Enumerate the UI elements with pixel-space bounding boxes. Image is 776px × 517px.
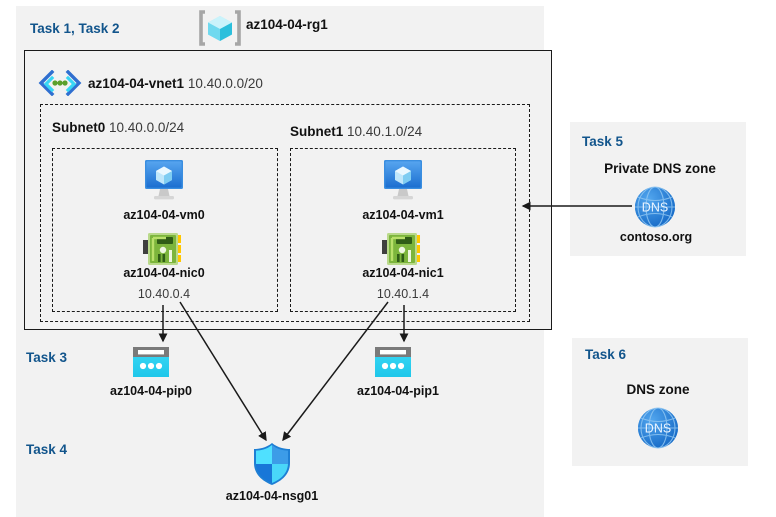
virtual-network-box — [24, 50, 552, 330]
task-label-1-2: Task 1, Task 2 — [30, 21, 120, 36]
subnet1-name: Subnet1 — [290, 124, 344, 139]
network-interface-icon — [142, 231, 184, 267]
resource-group-name: az104-04-rg1 — [246, 17, 328, 32]
nic0-label: az104-04-nic0 — [123, 266, 205, 280]
task-label-5: Task 5 — [582, 134, 624, 149]
subnet1-cidr: 10.40.1.0/24 — [347, 124, 423, 139]
nic1-label: az104-04-nic1 — [362, 266, 444, 280]
virtual-network-name: az104-04-vnet1 — [88, 76, 185, 91]
task-label-6: Task 6 — [585, 347, 627, 362]
private-dns-zone-heading: Private DNS zone — [604, 161, 716, 176]
nic1-ip: 10.40.1.4 — [376, 287, 430, 301]
subnet1-title: Subnet1 10.40.1.0/24 — [290, 124, 422, 139]
dns-icon-text: DNS — [642, 201, 668, 215]
task3-panel — [16, 338, 544, 420]
task-label-4: Task 4 — [26, 442, 68, 457]
virtual-network-title: az104-04-vnet1 10.40.0.0/20 — [88, 76, 263, 91]
subnet0-title: Subnet0 10.40.0.0/24 — [52, 120, 184, 135]
vm1-label: az104-04-vm1 — [362, 208, 444, 222]
public-ip-address-icon — [131, 345, 171, 379]
dns-icon-text: DNS — [645, 422, 671, 436]
subnet1-box — [290, 148, 516, 312]
virtual-network-cidr: 10.40.0.0/20 — [187, 76, 263, 91]
task-label-3: Task 3 — [26, 350, 68, 365]
public-ip-address-icon — [373, 345, 413, 379]
pip1-label: az104-04-pip1 — [357, 384, 439, 398]
subnet0-name: Subnet0 — [52, 120, 106, 135]
vm0-label: az104-04-vm0 — [123, 208, 205, 222]
dns-zone-heading: DNS zone — [626, 382, 690, 397]
private-dns-zone-name: contoso.org — [619, 230, 693, 244]
subnet0-cidr: 10.40.0.0/24 — [109, 120, 185, 135]
pip0-label: az104-04-pip0 — [110, 384, 192, 398]
dns-zone-icon: DNS — [636, 406, 680, 450]
virtual-machine-icon — [140, 158, 188, 202]
network-security-group-icon — [250, 441, 294, 487]
nsg-label: az104-04-nsg01 — [225, 489, 319, 503]
dns-zone-icon: DNS — [633, 185, 677, 229]
resource-group-name-text: az104-04-rg1 — [246, 17, 328, 32]
virtual-network-icon — [38, 70, 82, 96]
subnet0-box — [52, 148, 278, 312]
virtual-machine-icon — [379, 158, 427, 202]
nic0-ip: 10.40.0.4 — [137, 287, 191, 301]
resource-group-icon — [198, 9, 242, 47]
network-interface-icon — [381, 231, 423, 267]
